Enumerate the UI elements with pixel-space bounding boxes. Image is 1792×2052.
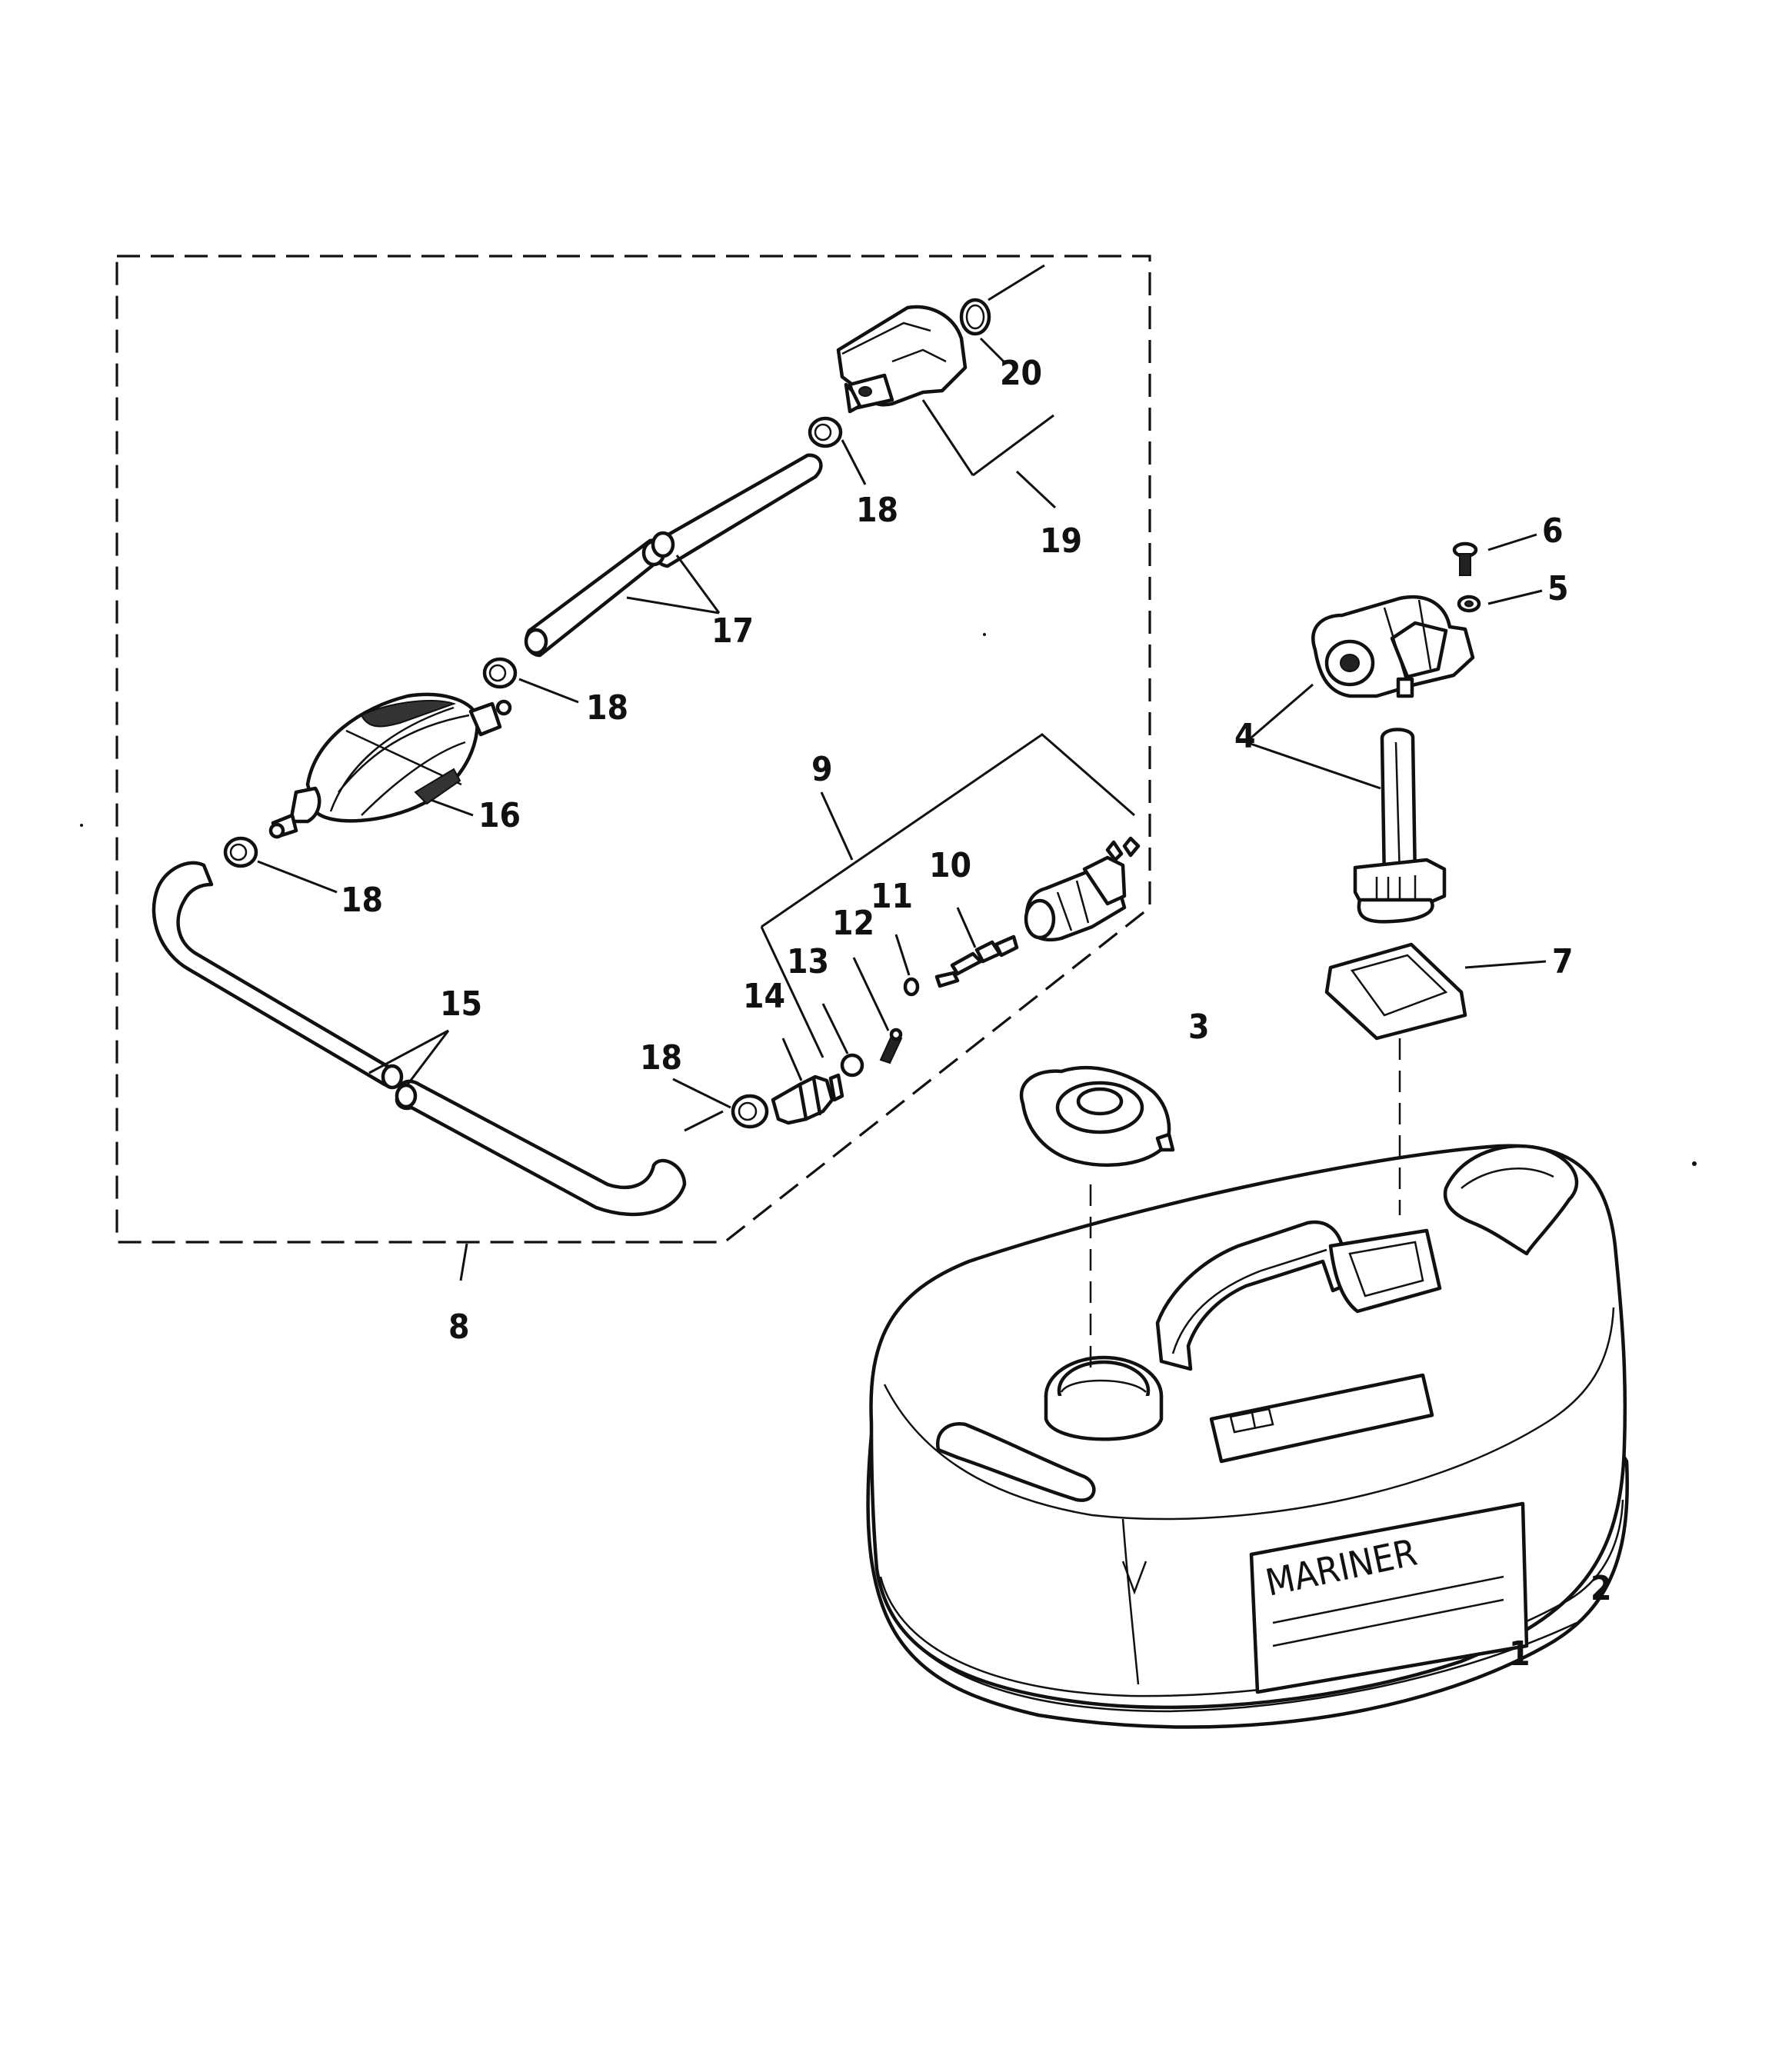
callout-17: 17 xyxy=(711,611,754,651)
callout-18b: 18 xyxy=(586,688,628,728)
callout-10: 10 xyxy=(929,846,971,885)
hose-clamp xyxy=(223,836,338,894)
screw xyxy=(1452,533,1537,576)
callout-9: 9 xyxy=(811,750,833,789)
callout-3: 3 xyxy=(1188,1008,1210,1047)
callout-4: 4 xyxy=(1234,717,1256,756)
o-ring xyxy=(959,264,1045,363)
hose-clamp xyxy=(808,416,867,485)
callout-13: 13 xyxy=(787,942,829,981)
lock-washer xyxy=(1457,589,1543,613)
hose-fitting xyxy=(771,1038,844,1125)
callout-11: 11 xyxy=(871,877,913,916)
fuel-line-kit-boundary xyxy=(115,255,1151,1281)
fuel-hose-upper xyxy=(524,453,823,658)
fuel-hose-lower xyxy=(152,861,724,1217)
spring xyxy=(852,957,903,1064)
callout-12: 12 xyxy=(832,904,874,943)
check-ball xyxy=(821,1003,864,1078)
callout-6: 6 xyxy=(1542,511,1564,551)
fuel-cap xyxy=(1019,1065,1175,1369)
callout-19: 19 xyxy=(1040,521,1082,561)
callout-labels: 1 2 3 4 5 6 7 8 9 10 11 12 13 14 15 16 1… xyxy=(341,354,1612,1674)
hose-clamp xyxy=(482,657,579,704)
callout-2: 2 xyxy=(1590,1569,1612,1608)
callout-5: 5 xyxy=(1547,569,1569,608)
gasket xyxy=(1324,942,1547,1215)
primer-bulb xyxy=(268,692,512,839)
callout-8: 8 xyxy=(448,1307,470,1347)
o-ring-small xyxy=(894,934,920,997)
callout-18c: 18 xyxy=(341,881,383,920)
callout-18a: 18 xyxy=(856,491,898,530)
fuel-tank: MARINER xyxy=(866,1144,1629,1729)
fuel-pickup-assembly xyxy=(1245,595,1475,924)
callout-bracket-9 xyxy=(760,733,1135,1058)
callout-16: 16 xyxy=(478,796,521,835)
hose-clamp xyxy=(672,1078,769,1129)
tank-connector-body xyxy=(1024,836,1141,942)
fuel-connector xyxy=(836,305,1057,509)
callout-15: 15 xyxy=(440,984,482,1024)
valve-plunger xyxy=(934,907,1019,988)
callout-18d: 18 xyxy=(640,1038,682,1078)
callout-7: 7 xyxy=(1552,942,1574,981)
callout-1: 1 xyxy=(1509,1634,1531,1674)
callout-20: 20 xyxy=(1000,354,1042,393)
callout-14: 14 xyxy=(743,977,785,1016)
